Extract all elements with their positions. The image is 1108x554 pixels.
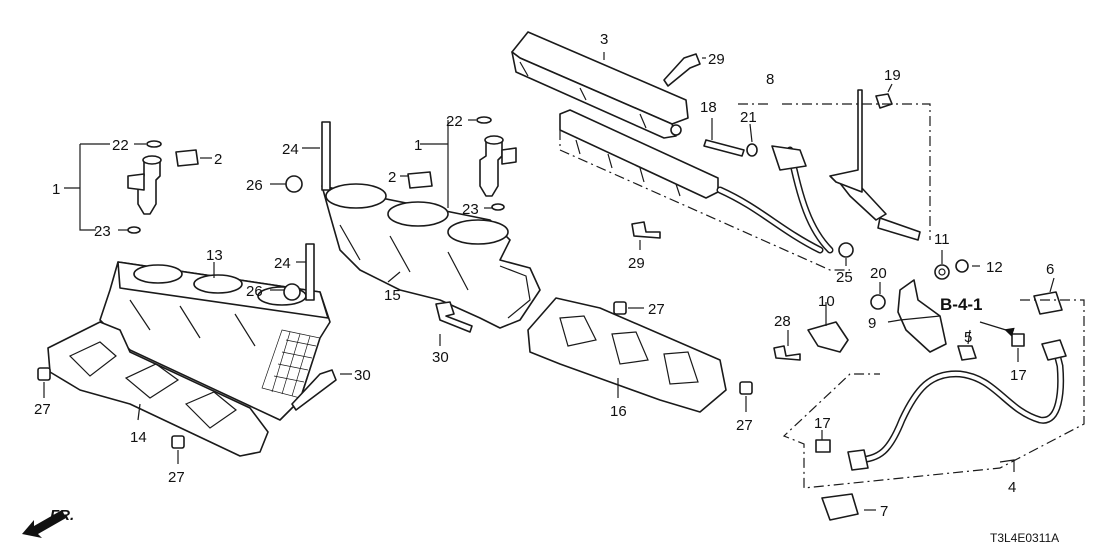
bolt-30-right[interactable] xyxy=(435,301,473,333)
fuel-injector-left[interactable] xyxy=(127,155,162,215)
callout-27: 27 xyxy=(34,401,51,418)
callout-21: 21 xyxy=(740,109,757,126)
callout-6: 6 xyxy=(1046,261,1054,278)
o-ring-22-right[interactable] xyxy=(476,116,492,124)
fuel-feed-hose[interactable] xyxy=(847,339,1067,471)
callout-26: 26 xyxy=(246,283,263,300)
callout-17: 17 xyxy=(1010,367,1027,384)
clip-17-upper[interactable] xyxy=(1011,333,1025,347)
callout-24: 24 xyxy=(282,141,299,158)
callout-2: 2 xyxy=(388,169,396,186)
callout-23: 23 xyxy=(94,223,111,240)
nut-20[interactable] xyxy=(870,294,886,310)
upper-manifold-gasket[interactable] xyxy=(527,297,727,413)
callout-29: 29 xyxy=(628,255,645,272)
callout-27: 27 xyxy=(648,301,665,318)
nut-25[interactable] xyxy=(838,242,854,258)
stud-24-lower[interactable] xyxy=(305,243,315,301)
bracket-10[interactable] xyxy=(807,321,849,353)
clamp-7[interactable] xyxy=(821,493,859,521)
callout-20: 20 xyxy=(870,265,887,282)
callout-22: 22 xyxy=(112,137,129,154)
callout-2: 2 xyxy=(214,151,222,168)
callout-3: 3 xyxy=(600,31,608,48)
bracket-19[interactable] xyxy=(829,89,863,193)
bolt-29-top[interactable] xyxy=(663,53,701,87)
callout-30: 30 xyxy=(432,349,449,366)
callout-16: 16 xyxy=(610,403,627,420)
callout-15: 15 xyxy=(384,287,401,304)
bolt-30-left[interactable] xyxy=(291,369,337,411)
callout-25: 25 xyxy=(836,269,853,286)
callout-22: 22 xyxy=(446,113,463,130)
callout-14: 14 xyxy=(130,429,147,446)
front-direction-label: FR. xyxy=(50,507,74,524)
callout-23: 23 xyxy=(462,201,479,218)
callout-10: 10 xyxy=(818,293,835,310)
cap-27-b[interactable] xyxy=(171,435,185,449)
callout-17: 17 xyxy=(814,415,831,432)
bolt-19[interactable] xyxy=(875,93,893,109)
callout-27: 27 xyxy=(168,469,185,486)
diagram-code: T3L4E0311A xyxy=(990,531,1059,545)
callout-30: 30 xyxy=(354,367,371,384)
callout-26: 26 xyxy=(246,177,263,194)
stud-18[interactable] xyxy=(703,139,745,157)
clip-17-lower[interactable] xyxy=(815,439,831,453)
o-ring-21[interactable] xyxy=(746,143,758,157)
callout-11: 11 xyxy=(934,231,950,248)
grommet-11[interactable] xyxy=(934,264,950,280)
o-ring-23-right[interactable] xyxy=(491,203,505,211)
grommet-12[interactable] xyxy=(955,259,969,273)
callout-1: 1 xyxy=(52,181,60,198)
callout-12: 12 xyxy=(986,259,1003,276)
cap-27-a[interactable] xyxy=(37,367,51,381)
fuel-rail[interactable] xyxy=(559,109,921,254)
stud-24-upper[interactable] xyxy=(321,121,331,191)
callout-24: 24 xyxy=(274,255,291,272)
cap-27-c[interactable] xyxy=(613,301,627,315)
o-ring-22-left[interactable] xyxy=(146,140,162,148)
callout-28: 28 xyxy=(774,313,791,330)
callout-8: 8 xyxy=(766,71,774,88)
lower-manifold-gasket[interactable] xyxy=(47,321,269,457)
front-direction-arrow xyxy=(22,510,66,538)
bolt-28[interactable] xyxy=(773,345,801,361)
callout-9: 9 xyxy=(868,315,876,332)
o-ring-23-left[interactable] xyxy=(127,226,141,234)
callout-19: 19 xyxy=(884,67,901,84)
bolt-29-bottom[interactable] xyxy=(631,221,661,239)
clip-2-left[interactable] xyxy=(175,149,199,167)
callout-7: 7 xyxy=(880,503,888,520)
clip-5[interactable] xyxy=(957,345,977,361)
nut-26-upper[interactable] xyxy=(285,175,303,193)
cap-27-d[interactable] xyxy=(739,381,753,395)
reference-label[interactable]: B-4-1 xyxy=(940,295,983,314)
fuel-injector-right[interactable] xyxy=(479,135,517,197)
clip-2-right[interactable] xyxy=(407,171,433,189)
callout-1: 1 xyxy=(414,137,422,154)
bracket-9[interactable] xyxy=(897,279,947,353)
callout-27: 27 xyxy=(736,417,753,434)
fuel-rail-cover[interactable] xyxy=(511,31,689,139)
upper-intake-manifold[interactable] xyxy=(321,183,541,329)
clamp-6[interactable] xyxy=(1033,291,1063,315)
callout-13: 13 xyxy=(206,247,223,264)
callout-18: 18 xyxy=(700,99,717,116)
nut-26-lower[interactable] xyxy=(283,283,301,301)
callout-4: 4 xyxy=(1008,479,1016,496)
callout-29: 29 xyxy=(708,51,725,68)
callout-5: 5 xyxy=(964,329,972,346)
